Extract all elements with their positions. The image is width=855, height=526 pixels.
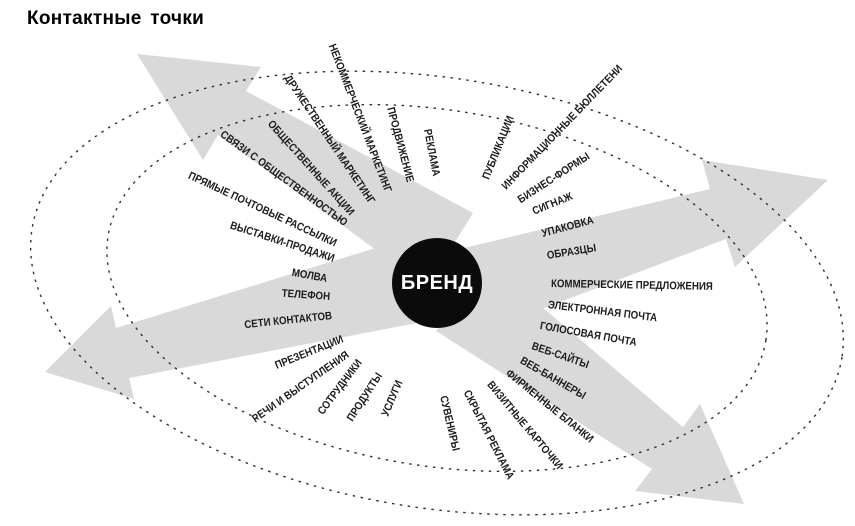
orbit-ellipse-outer: [29, 70, 845, 516]
touchpoint-label: ТЕЛЕФОН: [281, 287, 331, 303]
touchpoint-label: ЭЛЕКТРОННАЯ ПОЧТА: [547, 299, 658, 325]
arrow-lower-left: [45, 229, 459, 399]
page-title: Контактные точки: [27, 8, 205, 29]
touchpoint-label: СЕТИ КОНТАКТОВ: [243, 310, 333, 332]
touchpoint-label: ПРОДВИЖЕНИЕ: [384, 105, 416, 184]
touchpoint-label: НЕКОММЕРЧЕСКИЙ МАРКЕТИНГ: [325, 42, 394, 195]
touchpoint-label: МОЛВА: [290, 266, 329, 285]
touchpoint-label: КОММЕРЧЕСКИЕ ПРЕДЛОЖЕНИЯ: [550, 278, 713, 293]
touchpoint-label: СУВЕНИРЫ: [437, 394, 462, 453]
brand-label: БРЕНД: [400, 271, 474, 294]
arrow-upper-left: [137, 54, 473, 287]
touchpoint-label: РЕКЛАМА: [421, 128, 442, 178]
arrow-lower-right: [436, 261, 744, 504]
touchpoint-label: ОБРАЗЦЫ: [546, 242, 598, 262]
brand-circle: БРЕНД: [392, 238, 482, 328]
touchpoint-label: УСЛУГИ: [379, 378, 406, 419]
arrow-upper-right: [439, 160, 828, 338]
touchpoint-label: УПАКОВКА: [540, 214, 596, 240]
orbit-ellipse-inner: [106, 103, 768, 473]
touchpoint-label: ГОЛОСОВАЯ ПОЧТА: [538, 320, 638, 349]
